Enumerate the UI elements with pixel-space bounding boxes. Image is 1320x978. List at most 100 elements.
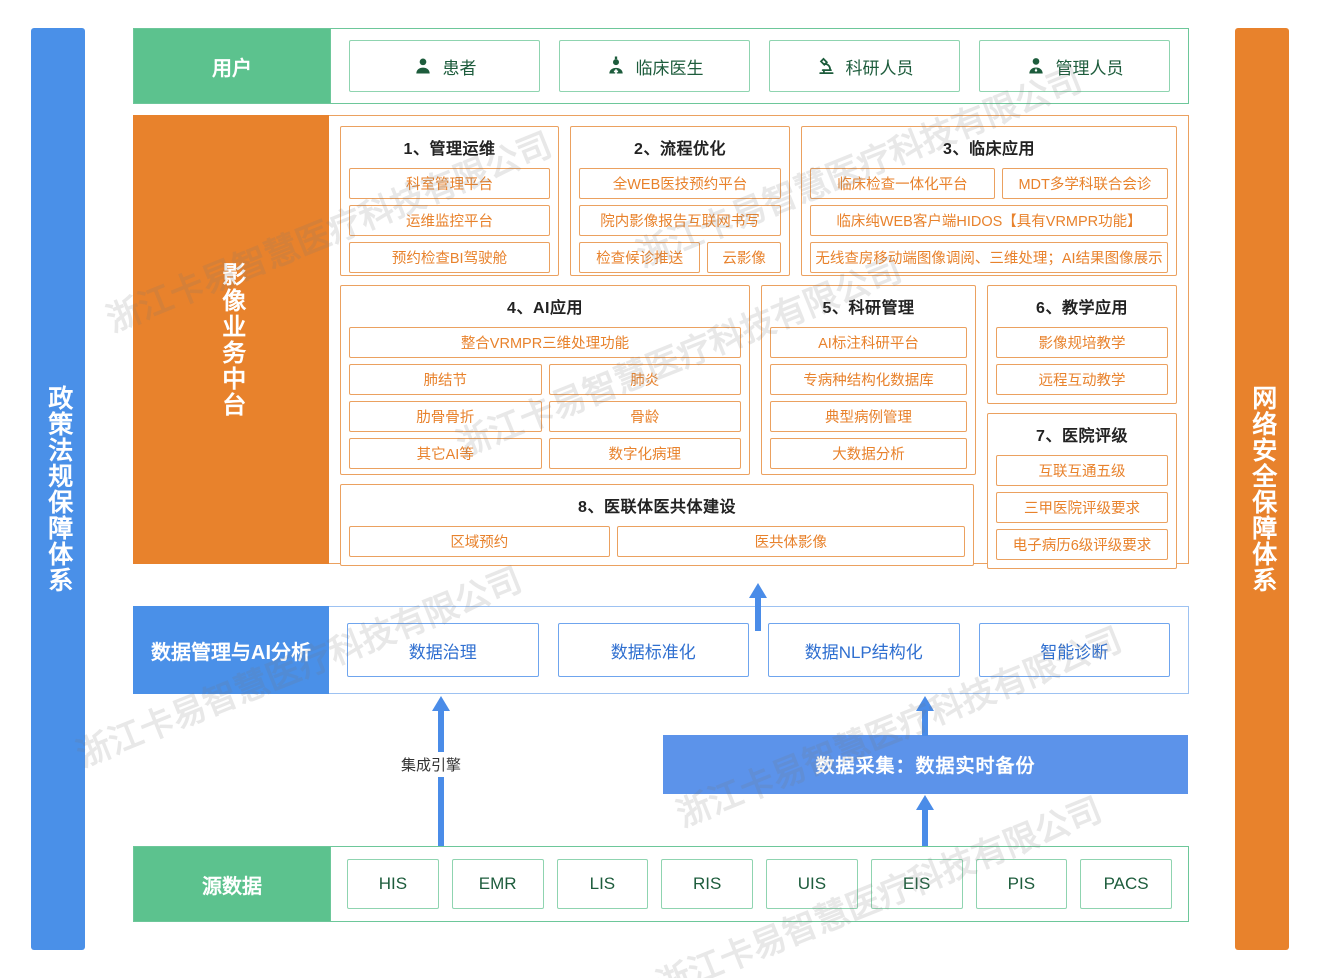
item-box[interactable]: 肺结节: [349, 364, 542, 395]
source-item-ris[interactable]: RIS: [661, 859, 753, 909]
group-line: 远程互动教学: [996, 364, 1168, 395]
imaging-platform-groups: 1、管理运维 科室管理平台 运维监控平台 预约检查BI驾驶舱 2、流程优化 全W…: [329, 115, 1189, 569]
data-item-smart-diagnosis[interactable]: 智能诊断: [978, 623, 1170, 677]
item-box[interactable]: 医共体影像: [616, 526, 965, 557]
source-item-his[interactable]: HIS: [347, 859, 439, 909]
data-item-standardization[interactable]: 数据标准化: [557, 623, 749, 677]
item-box[interactable]: 电子病历6级评级要求: [996, 529, 1168, 560]
item-box[interactable]: 临床检查一体化平台: [810, 168, 995, 199]
user-chip-label: 临床医生: [635, 58, 704, 78]
item-box[interactable]: 大数据分析: [770, 438, 967, 469]
source-item-uis[interactable]: UIS: [766, 859, 858, 909]
group-row-3: 8、医联体医共体建设 区域预约 医共体影像: [340, 484, 1177, 566]
item-box[interactable]: 影像规培教学: [996, 327, 1168, 358]
source-data-items: HIS EMR LIS RIS UIS EIS PIS PACS: [330, 847, 1188, 921]
item-box[interactable]: 全WEB医技预约平台: [579, 168, 781, 199]
item-box[interactable]: 其它AI等: [349, 438, 542, 469]
doctor-icon: [606, 56, 626, 76]
group-title: 2、流程优化: [634, 141, 726, 158]
group-title: 6、教学应用: [1036, 300, 1128, 317]
item-box[interactable]: 专病种结构化数据库: [770, 364, 967, 395]
item-box[interactable]: AI标注科研平台: [770, 327, 967, 358]
group-line: 三甲医院评级要求: [996, 492, 1168, 523]
item-box[interactable]: 检查候诊推送: [579, 242, 701, 273]
group-title: 1、管理运维: [403, 141, 496, 158]
integration-engine-label: 集成引擎: [395, 752, 468, 777]
group-line: 影像规培教学: [996, 327, 1168, 358]
user-chip-patient[interactable]: 患者: [349, 40, 540, 92]
policy-pillar: 政策法规保障体系: [31, 28, 85, 950]
data-item-nlp[interactable]: 数据NLP结构化: [768, 623, 960, 677]
security-pillar: 网络安全保障体系: [1235, 28, 1289, 950]
microscope-icon: [816, 56, 836, 76]
item-box[interactable]: 肋骨骨折: [349, 401, 542, 432]
user-chip-clinician[interactable]: 临床医生: [559, 40, 750, 92]
item-box[interactable]: 院内影像报告互联网书写: [579, 205, 781, 236]
group-line: 无线查房移动端图像调阅、三维处理；AI结果图像展示: [810, 242, 1168, 273]
source-item-emr[interactable]: EMR: [451, 859, 544, 909]
item-box[interactable]: 云影像: [707, 242, 781, 273]
user-chip-administrator[interactable]: 管理人员: [979, 40, 1170, 92]
imaging-platform-band: 影像业务中台 1、管理运维 科室管理平台 运维监控平台 预约检查BI驾驶舱: [133, 115, 1189, 569]
data-management-band: 数据管理与AI分析 数据治理 数据标准化 数据NLP结构化 智能诊断: [133, 606, 1189, 694]
group-line: 专病种结构化数据库: [770, 364, 967, 395]
group-line: 预约检查BI驾驶舱: [349, 242, 550, 273]
group-line: 运维监控平台: [349, 205, 550, 236]
item-box[interactable]: 肺炎: [548, 364, 741, 395]
item-box[interactable]: 骨龄: [548, 401, 741, 432]
user-chip-label: 患者: [442, 58, 477, 78]
user-chip-label: 科研人员: [845, 58, 914, 78]
imaging-platform-label: 影像业务中台: [133, 115, 329, 564]
data-item-governance[interactable]: 数据治理: [347, 623, 539, 677]
group-row-1: 1、管理运维 科室管理平台 运维监控平台 预约检查BI驾驶舱 2、流程优化 全W…: [340, 126, 1177, 276]
person-icon: [413, 56, 433, 76]
group-line: 互联互通五级: [996, 455, 1168, 486]
item-box[interactable]: 运维监控平台: [349, 205, 550, 236]
item-box[interactable]: 互联互通五级: [996, 455, 1168, 486]
group-line: 临床纯WEB客户端HIDOS【具有VRMPR功能】: [810, 205, 1168, 236]
item-box[interactable]: 整合VRMPR三维处理功能: [349, 327, 741, 358]
manager-icon: [1026, 56, 1046, 76]
group-hospital-rating: 7、医院评级 互联互通五级 三甲医院评级要求 电子病历6级评级要求: [987, 413, 1177, 569]
item-box[interactable]: 远程互动教学: [996, 364, 1168, 395]
group-title: 3、临床应用: [943, 141, 1035, 158]
item-box[interactable]: 区域预约: [349, 526, 610, 557]
group-line: 检查候诊推送 云影像: [579, 242, 781, 273]
source-item-eis[interactable]: EIS: [870, 859, 963, 909]
connector-region: 数据采集：数据实时备份 集成引擎: [133, 694, 1189, 846]
users-band: 用户 患者: [133, 28, 1189, 104]
source-item-lis[interactable]: LIS: [556, 859, 649, 909]
item-box[interactable]: 三甲医院评级要求: [996, 492, 1168, 523]
group-line: AI标注科研平台: [770, 327, 967, 358]
group-research-management: 5、科研管理 AI标注科研平台 专病种结构化数据库 典型病例管理 大数据分析: [761, 285, 976, 475]
item-box[interactable]: 数字化病理: [548, 438, 741, 469]
users-list: 患者 临床医生: [330, 29, 1188, 103]
data-management-label: 数据管理与AI分析: [133, 606, 329, 694]
item-box[interactable]: 临床纯WEB客户端HIDOS【具有VRMPR功能】: [810, 205, 1168, 236]
item-box[interactable]: 无线查房移动端图像调阅、三维处理；AI结果图像展示: [810, 242, 1168, 273]
group-line: 肋骨骨折 骨龄: [349, 401, 741, 432]
item-box[interactable]: 预约检查BI驾驶舱: [349, 242, 550, 273]
user-chip-researcher[interactable]: 科研人员: [769, 40, 960, 92]
group-teaching-application: 6、教学应用 影像规培教学 远程互动教学: [987, 285, 1177, 404]
item-box[interactable]: MDT多学科联合会诊: [1001, 168, 1168, 199]
group-line: 院内影像报告互联网书写: [579, 205, 781, 236]
group-title: 8、医联体医共体建设: [578, 499, 736, 516]
group-row-2: 4、AI应用 整合VRMPR三维处理功能 肺结节 肺炎 肋骨骨折 骨龄 其它AI…: [340, 285, 1177, 569]
group-ai-application: 4、AI应用 整合VRMPR三维处理功能 肺结节 肺炎 肋骨骨折 骨龄 其它AI…: [340, 285, 750, 475]
item-box[interactable]: 典型病例管理: [770, 401, 967, 432]
group-title: 4、AI应用: [507, 300, 583, 317]
architecture-stack: 用户 患者: [133, 28, 1189, 950]
source-item-pacs[interactable]: PACS: [1080, 859, 1172, 909]
source-item-pis[interactable]: PIS: [975, 859, 1068, 909]
group-medical-alliance: 8、医联体医共体建设 区域预约 医共体影像: [340, 484, 974, 566]
source-data-band: 源数据 HIS EMR LIS RIS UIS EIS PIS PACS: [133, 846, 1189, 922]
item-box[interactable]: 科室管理平台: [349, 168, 550, 199]
group-line: 肺结节 肺炎: [349, 364, 741, 395]
group-line: 整合VRMPR三维处理功能: [349, 327, 741, 358]
group-title: 5、科研管理: [822, 300, 915, 317]
group-line: 大数据分析: [770, 438, 967, 469]
data-collection-box: 数据采集：数据实时备份: [663, 735, 1188, 794]
group-column-teaching-rating: 6、教学应用 影像规培教学 远程互动教学 7、医院评级 互联互通五级: [987, 285, 1177, 569]
source-data-label: 源数据: [134, 847, 330, 921]
